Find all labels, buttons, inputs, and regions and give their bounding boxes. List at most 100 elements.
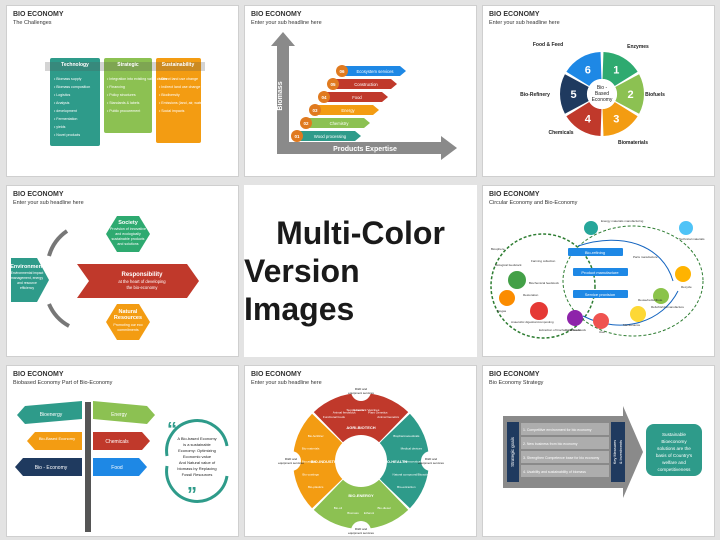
slide-responsibility[interactable]: BIO ECONOMY Enter your sub headline here… bbox=[6, 185, 239, 357]
result-line: Bioeconomy bbox=[661, 439, 687, 444]
sector-item: Biomass bbox=[347, 511, 359, 515]
slide-biomass-products[interactable]: BIO ECONOMY Enter your sub headline here… bbox=[244, 5, 477, 177]
label-technical: Technical materials bbox=[679, 237, 705, 241]
svg-text:efficiency: efficiency bbox=[20, 286, 34, 290]
svg-text:Environmental impact: Environmental impact bbox=[11, 271, 44, 275]
slide-title: BIO ECONOMY bbox=[489, 371, 540, 378]
slide-subtitle: Bio Economy Strategy bbox=[489, 380, 544, 386]
rd-label: R&D and bbox=[355, 527, 368, 531]
segment-label: Biomaterials bbox=[618, 140, 648, 146]
step-label: Energy bbox=[341, 108, 355, 113]
sector-item: Biopharmaceuticals bbox=[393, 434, 420, 438]
slide-signpost[interactable]: BIO ECONOMY Biobased Economy Part of Bio… bbox=[6, 365, 239, 537]
slide-sector-wheel[interactable]: BIO ECONOMY Enter your sub headline here… bbox=[244, 365, 477, 537]
quote-line: is a sustainable bbox=[183, 442, 211, 447]
segment-number: 1 bbox=[613, 64, 619, 76]
label-user: User bbox=[599, 330, 605, 334]
wheel-segment bbox=[602, 101, 638, 136]
sector-item: Bio-extraction bbox=[397, 485, 416, 489]
rd-node bbox=[281, 451, 301, 471]
slide-bio-based-wheel[interactable]: BIO ECONOMY Enter your sub headline here… bbox=[482, 5, 715, 177]
sign-label: Bio - Economy bbox=[35, 465, 68, 471]
center-caption: Multi-Color Version Images bbox=[244, 185, 477, 357]
label-maintenance: Maintenance bbox=[623, 323, 641, 327]
step-arrow bbox=[306, 118, 370, 128]
step-number: 02 bbox=[303, 121, 309, 126]
quote-open-icon: “ bbox=[167, 419, 177, 441]
svg-text:Provision of innovative: Provision of innovative bbox=[110, 227, 146, 231]
step-number: 06 bbox=[339, 69, 345, 74]
challenge-item: • Public procurement bbox=[107, 109, 140, 113]
challenges-diagram: Technology Strategic Sustainability • Bi… bbox=[45, 58, 205, 146]
wheel-segment bbox=[602, 52, 638, 87]
step-label: Construction bbox=[354, 82, 378, 87]
goal-item: 3. Strengthen Competence base for bio ec… bbox=[523, 456, 600, 460]
quote-line: biomass by Replacing bbox=[177, 466, 216, 471]
wheel-segment bbox=[566, 101, 602, 136]
step-arrow bbox=[324, 92, 388, 102]
sector-label: AGRI-BIOTECH bbox=[346, 425, 375, 430]
step-badge bbox=[291, 130, 303, 142]
challenge-item: • yields bbox=[54, 125, 66, 129]
segment-number: 4 bbox=[585, 114, 592, 126]
sector-item: Bio-oil bbox=[334, 506, 343, 510]
segment-label: Chemicals bbox=[548, 130, 573, 136]
label-parts: Parts manufacture bbox=[633, 255, 658, 259]
result-line: competitiveness bbox=[658, 467, 692, 472]
rd-label: R&D and bbox=[355, 387, 368, 391]
slide-circular-economy[interactable]: BIO ECONOMY Circular Economy and Bio-Eco… bbox=[482, 185, 715, 357]
slide-strategy[interactable]: BIO ECONOMY Bio Economy Strategy Strateg… bbox=[482, 365, 715, 537]
slide-title: BIO ECONOMY bbox=[13, 191, 64, 198]
segment-label: Food & Feed bbox=[533, 42, 563, 48]
challenge-item: • Direct land use change bbox=[159, 77, 198, 81]
step-number: 01 bbox=[294, 134, 300, 139]
label-bio-feed: Biological feedstock bbox=[495, 263, 522, 267]
sector-item: Biocatalyst bbox=[302, 460, 317, 464]
challenge-item: • Biodiversity bbox=[159, 93, 180, 97]
label-biosphere: Biosphere bbox=[491, 247, 505, 251]
challenge-item: • development bbox=[54, 109, 77, 113]
rd-label: equipment services bbox=[348, 531, 374, 535]
slide-subtitle: Enter your sub headline here bbox=[251, 20, 322, 26]
step-label: Chemistry bbox=[330, 121, 350, 126]
step-label: Ecosystem services bbox=[357, 69, 394, 74]
challenge-item: • Standards & labels bbox=[107, 101, 140, 105]
key-label: & Investments bbox=[619, 440, 623, 464]
sector-item: Natural compound/Bioactive bbox=[393, 473, 431, 477]
sector-item: Bio-plastics bbox=[308, 485, 324, 489]
label-service: Service provision bbox=[585, 292, 615, 297]
challenge-item: • Financing bbox=[107, 85, 125, 89]
challenge-item: • Logistics bbox=[54, 93, 70, 97]
challenge-item: • Biomass supply bbox=[54, 77, 82, 81]
label-biorefining: Bio-refining bbox=[585, 250, 605, 255]
step-arrow bbox=[315, 105, 379, 115]
challenge-item: • Social impacts bbox=[159, 109, 185, 113]
sector-segment bbox=[313, 393, 409, 443]
label-consumers: Consumers bbox=[565, 328, 581, 332]
wheel-center: Bio - bbox=[597, 85, 608, 91]
label-recycle: Recycle bbox=[681, 285, 692, 289]
svg-text:sustainable products: sustainable products bbox=[112, 237, 145, 241]
quote-close-icon: ” bbox=[187, 484, 197, 506]
step-number: 04 bbox=[321, 95, 327, 100]
slide-title: BIO ECONOMY bbox=[13, 11, 64, 18]
sign-label: Bioenergy bbox=[40, 412, 63, 418]
wheel-segment bbox=[566, 52, 602, 87]
slide-challenges[interactable]: BIO ECONOMY The Challenges Technology St… bbox=[6, 5, 239, 177]
svg-text:commitments: commitments bbox=[117, 328, 139, 332]
quote-line: And Natural value of bbox=[179, 460, 216, 465]
sector-segment bbox=[293, 413, 343, 509]
sector-item: Bio-materials bbox=[302, 446, 320, 450]
segment-number: 6 bbox=[585, 64, 591, 76]
challenge-item: • Novel products bbox=[54, 133, 80, 137]
step-arrow bbox=[333, 79, 397, 89]
challenge-item: • Analysis bbox=[54, 101, 70, 105]
step-badge bbox=[327, 78, 339, 90]
challenge-item: • Integration into existing value chains bbox=[107, 77, 167, 81]
result-line: welfare and bbox=[662, 460, 686, 465]
segment-number: 2 bbox=[627, 89, 633, 101]
slide-subtitle: The Challenges bbox=[13, 20, 52, 26]
slide-subtitle: Enter your sub headline here bbox=[251, 380, 322, 386]
rd-label: R&D and bbox=[425, 457, 438, 461]
